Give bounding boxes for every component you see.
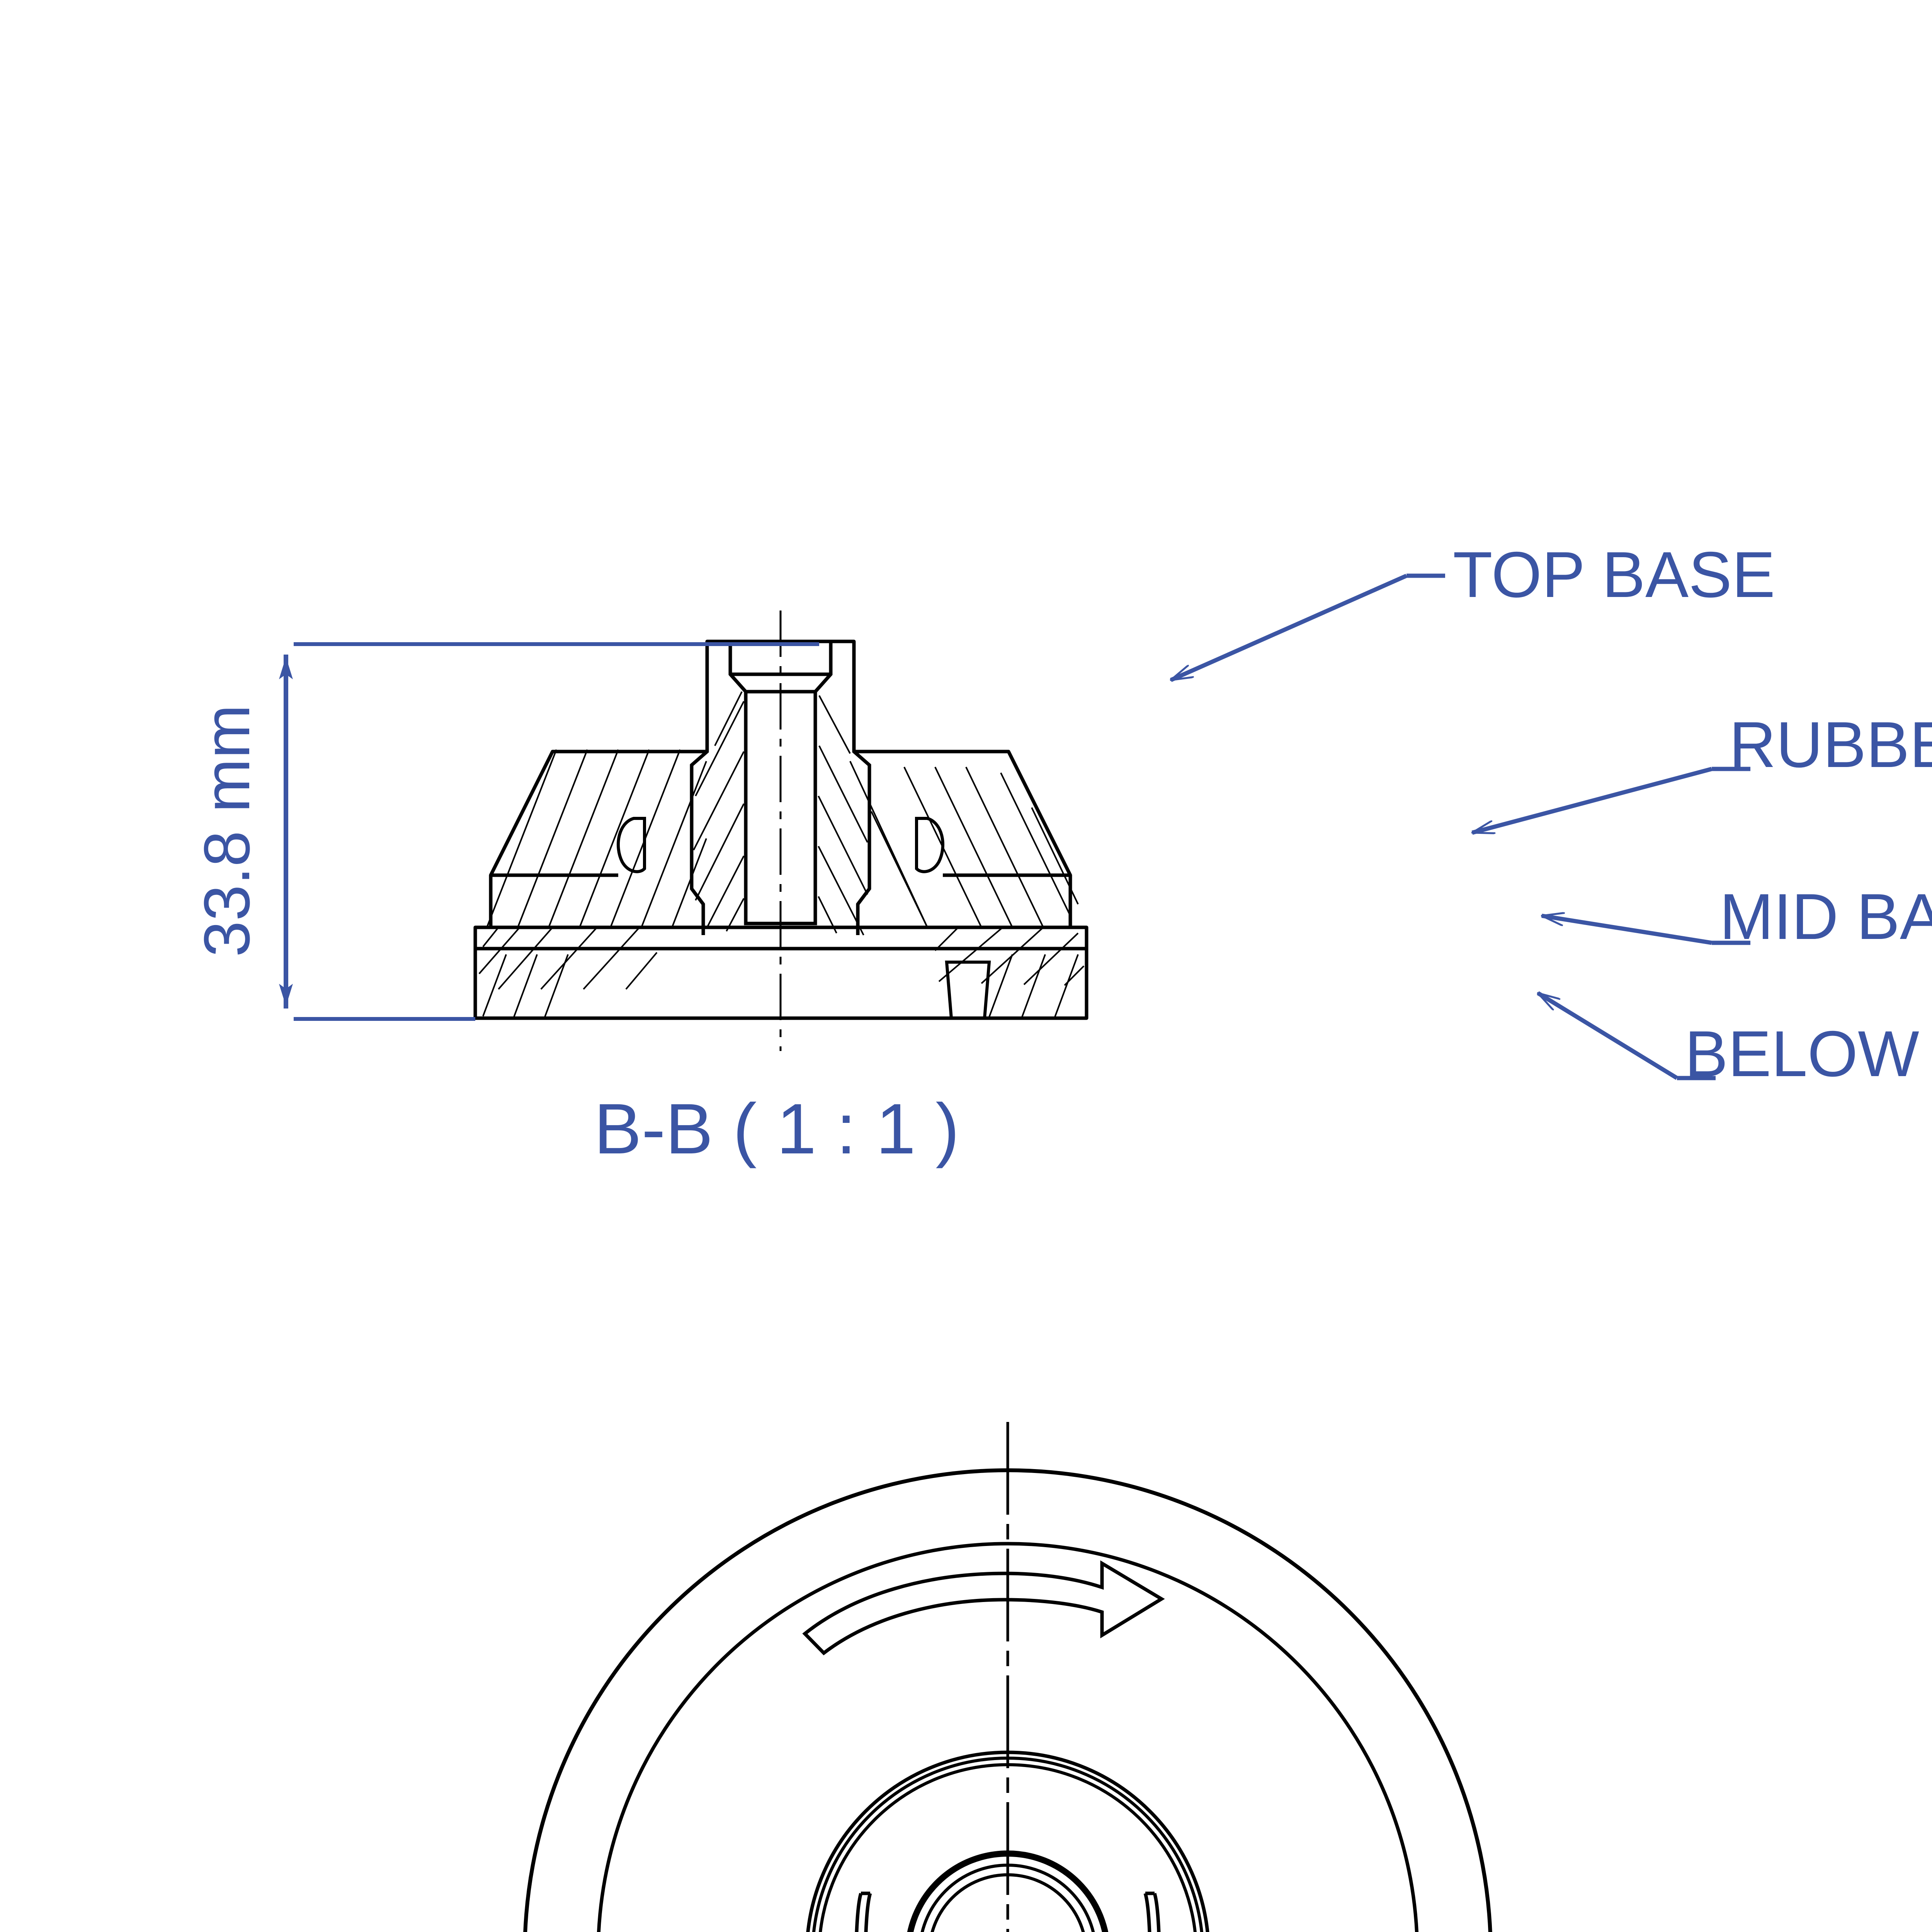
hub-slot — [855, 1891, 1161, 1932]
callout-label-rubber: RUBBER — [1729, 708, 1932, 781]
callout-below-base: BELOW BASE — [1538, 991, 1932, 1090]
view-section-bb — [473, 611, 1088, 1051]
callout-mid-base: MID BASE — [1542, 880, 1932, 953]
section-view-title: B-B ( 1 : 1 ) — [594, 1089, 959, 1169]
leader-line — [1538, 991, 1678, 1080]
view-top: MAX 4.000 RPM MAX 4.000 RPM — [523, 1422, 1492, 1932]
dimension-height: 33.8 mm — [190, 642, 819, 1021]
callout-rubber: RUBBER — [1472, 708, 1932, 835]
section-void-pocket — [617, 817, 944, 873]
callout-label-mid-base: MID BASE — [1719, 880, 1932, 953]
section-hatching — [478, 691, 1085, 1017]
leader-line — [1542, 916, 1712, 945]
section-notch — [945, 961, 991, 1020]
dimension-label-height: 33.8 mm — [190, 704, 263, 957]
callout-label-below-base: BELOW BASE — [1685, 1017, 1932, 1090]
leader-line — [1171, 573, 1408, 682]
leader-line — [1472, 767, 1713, 835]
rotation-direction-arrow-top — [802, 1560, 1165, 1655]
callout-top-base: TOP BASE — [1171, 538, 1775, 682]
section-hub — [690, 641, 871, 935]
rim-circle — [597, 1542, 1418, 1932]
callout-label-top-base: TOP BASE — [1453, 538, 1775, 611]
